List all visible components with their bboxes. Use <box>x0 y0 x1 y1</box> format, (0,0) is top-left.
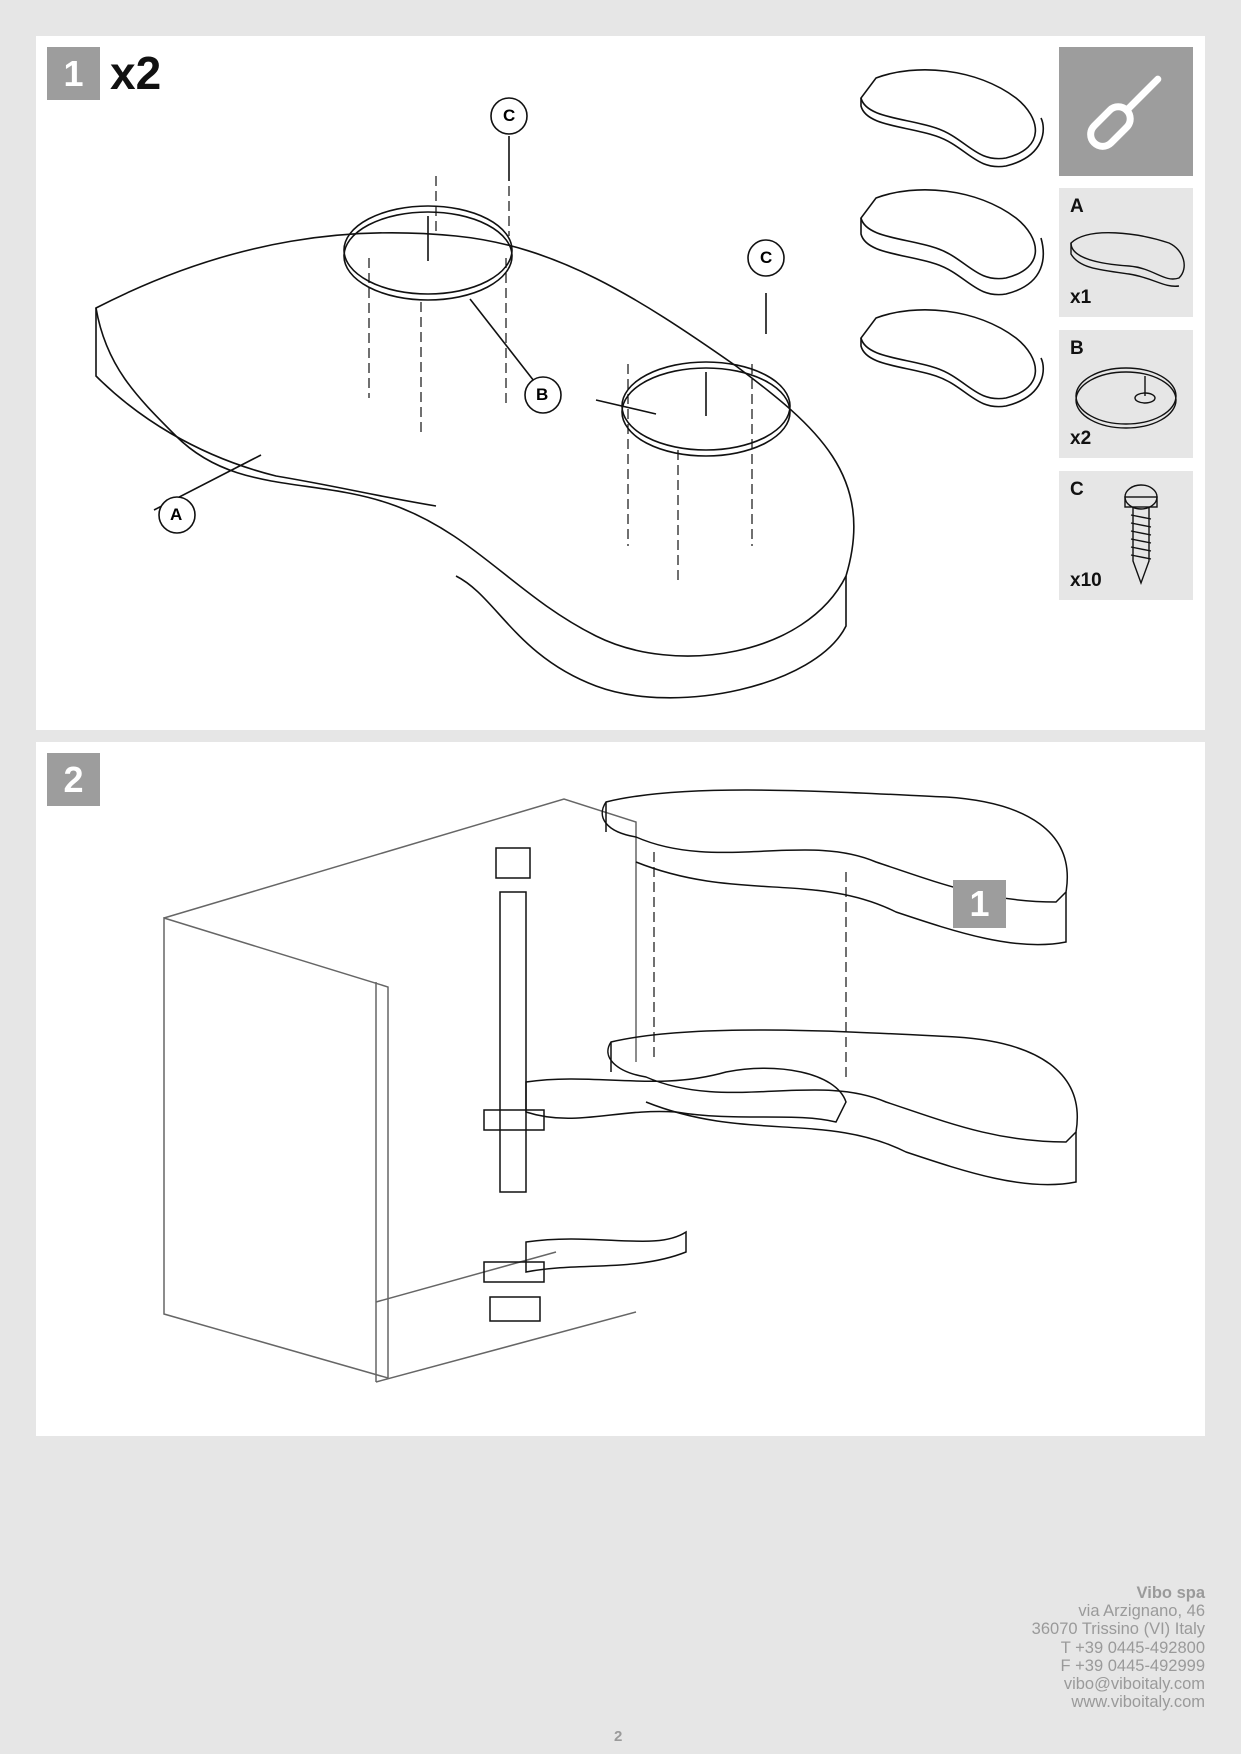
page-number: 2 <box>614 1728 623 1745</box>
phone: T +39 0445-492800 <box>1060 1638 1205 1657</box>
part-qty: x2 <box>1070 428 1092 449</box>
tray-assembly-drawing <box>95 69 1045 699</box>
callout-c: C <box>760 248 773 267</box>
tray-part-drawing <box>1070 232 1185 287</box>
address-city: 36070 Trissino (VI) Italy <box>1031 1620 1205 1639</box>
website: www.viboitaly.com <box>1071 1693 1205 1712</box>
step-number-badge: 1 <box>47 47 100 100</box>
company-name: Vibo spa <box>1136 1584 1205 1602</box>
address-street: via Arzignano, 46 <box>1078 1602 1205 1621</box>
company-address: Vibo spa via Arzignano, 46 36070 Trissin… <box>1032 1584 1205 1711</box>
part-label: B <box>1070 338 1084 359</box>
callout-b: B <box>536 385 549 404</box>
fax: F +39 0445-492999 <box>1060 1656 1206 1675</box>
callout-c: C <box>503 106 516 125</box>
step-2-panel: 2 1 <box>36 742 1205 1436</box>
step-reference-badge: 1 <box>953 880 1006 928</box>
part-qty: x1 <box>1070 287 1092 308</box>
plate-part-drawing <box>1075 367 1177 429</box>
part-label: C <box>1070 479 1084 500</box>
cabinet-installation-drawing <box>163 789 1078 1383</box>
part-b-box: B x2 <box>1059 330 1193 458</box>
step-multiplier: x2 <box>110 47 162 99</box>
callout-a: A <box>170 505 183 524</box>
email: vibo@viboitaly.com <box>1063 1675 1205 1694</box>
tool-box <box>1059 47 1193 176</box>
part-qty: x10 <box>1070 570 1102 591</box>
step-number-badge: 2 <box>47 753 100 806</box>
screw-icon <box>1124 484 1158 586</box>
part-c-box: C x10 <box>1059 471 1193 600</box>
part-label: A <box>1070 196 1084 217</box>
screwdriver-icon <box>1087 75 1162 150</box>
part-a-box: A x1 <box>1059 188 1193 317</box>
step-1-panel: 1 x2 <box>36 36 1205 730</box>
